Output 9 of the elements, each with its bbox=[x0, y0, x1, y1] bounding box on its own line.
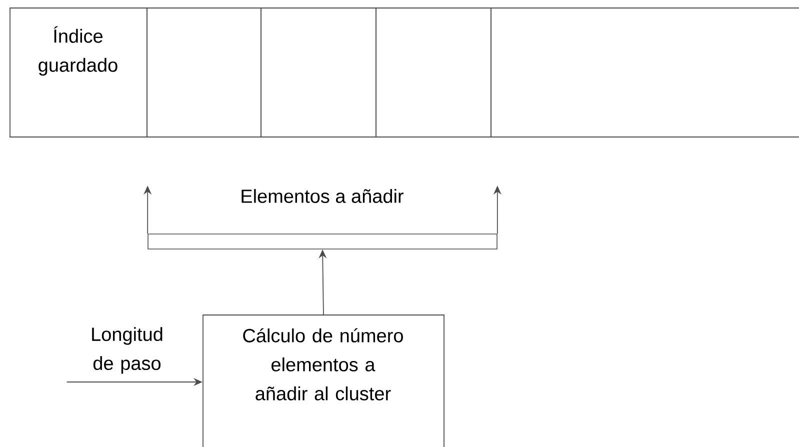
table-cell: Índice guardado bbox=[10, 8, 148, 138]
table-cell bbox=[260, 8, 376, 138]
bracket-label: Elementos a añadir bbox=[242, 189, 404, 203]
bracket-bar bbox=[148, 234, 498, 250]
table-cell bbox=[376, 8, 492, 138]
input-label: Longitud de paso bbox=[92, 327, 162, 374]
process-box: Cálculo de número elementos a añadir al cluster bbox=[202, 314, 444, 447]
table-cell bbox=[146, 8, 262, 138]
table-cell bbox=[490, 8, 799, 138]
